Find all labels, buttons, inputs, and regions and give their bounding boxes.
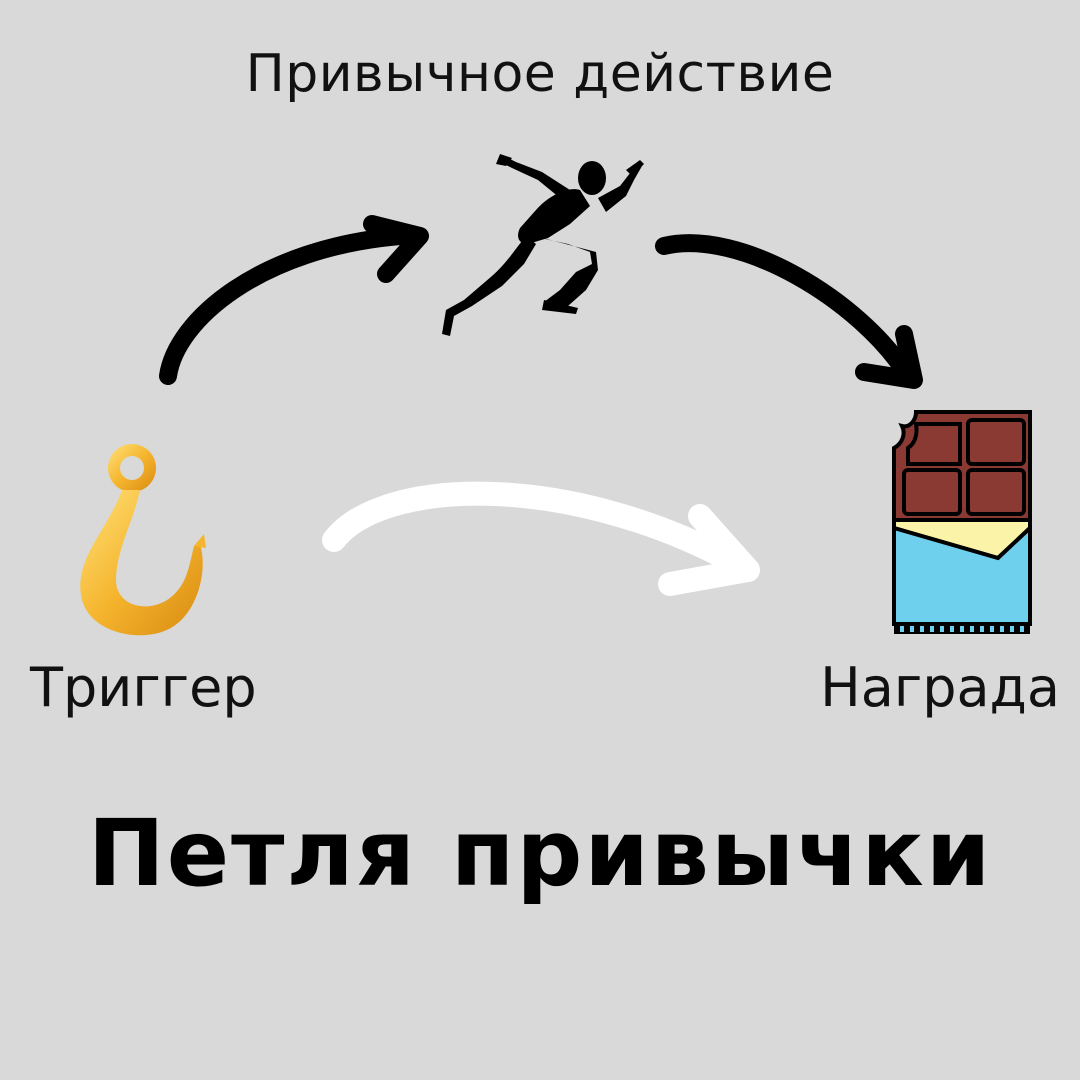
trigger-label: Триггер [30,656,257,719]
running-man-icon [442,154,644,336]
reward-label: Награда [820,656,1060,719]
diagram-title: Петля привычки [87,800,993,907]
routine-label: Привычное действие [245,44,835,104]
chocolate-bar-icon [892,410,1032,634]
hook-icon [80,444,206,636]
